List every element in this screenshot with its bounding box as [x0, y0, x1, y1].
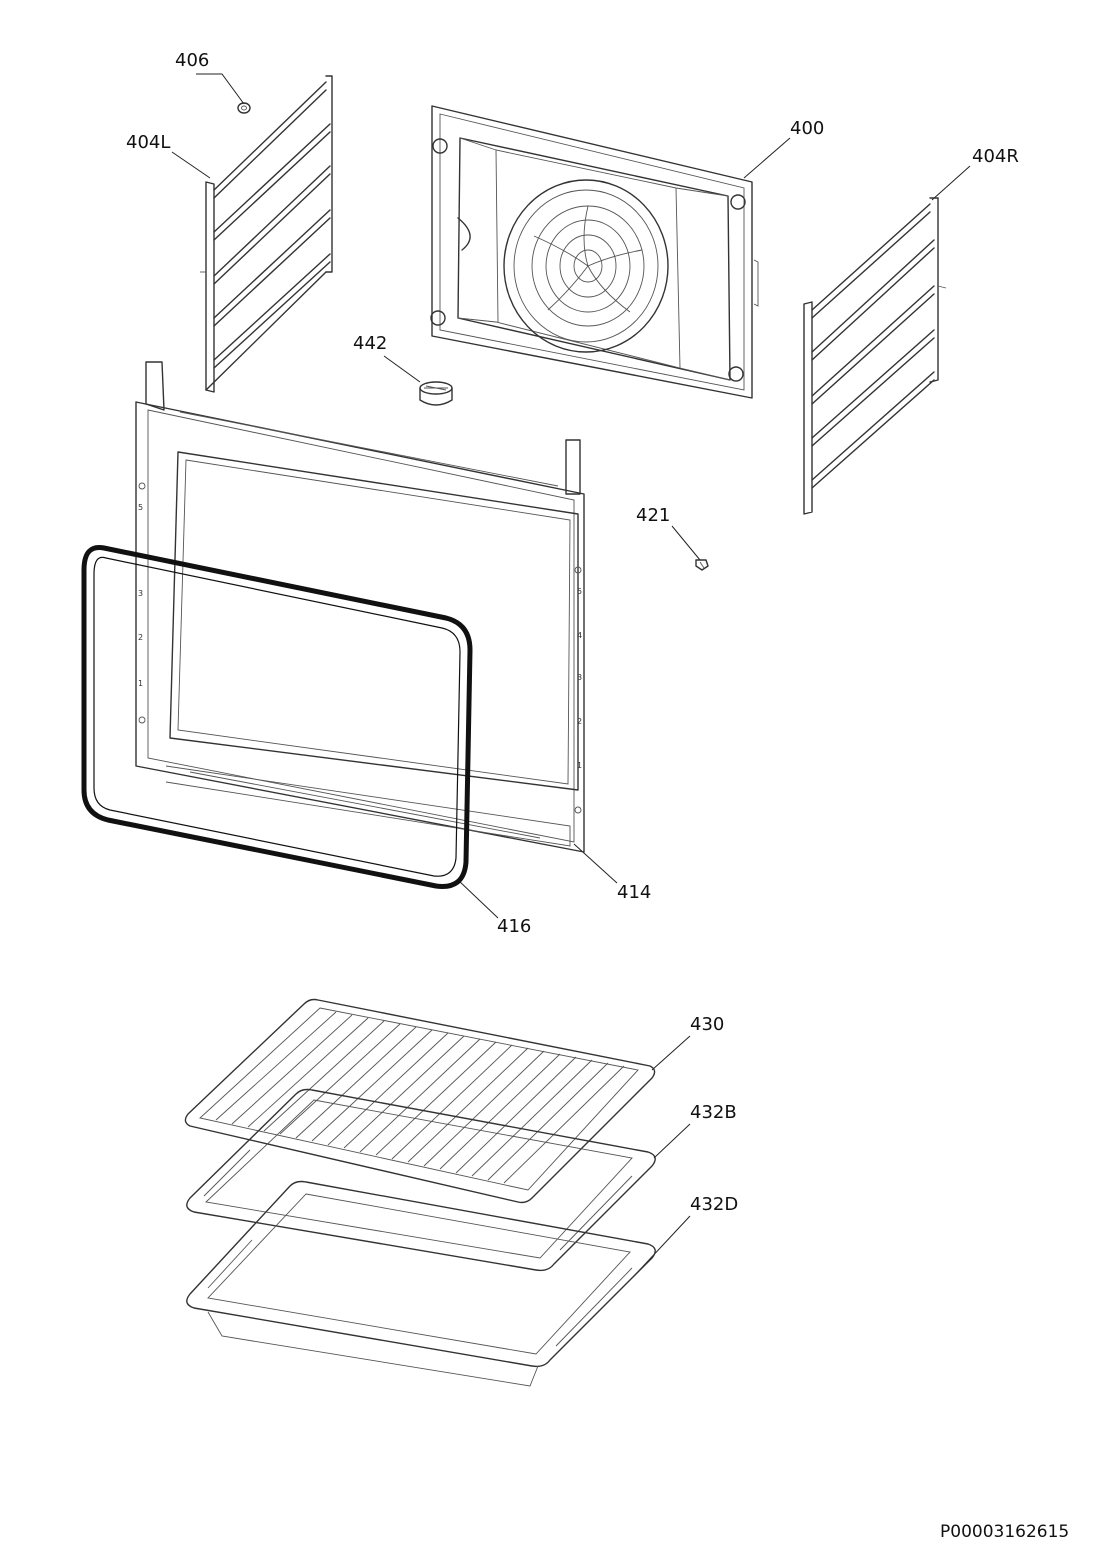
label-432D: 432D: [690, 1194, 739, 1215]
part-400-rear-panel: [430, 105, 759, 399]
leader-406: [196, 73, 245, 105]
label-400: 400: [790, 118, 825, 139]
drawing-code: P00003162615: [940, 1522, 1070, 1542]
leader-421: [671, 525, 701, 561]
label-414: 414: [617, 882, 652, 903]
part-416-door-seal: [81, 544, 473, 889]
part-442-filter: [419, 381, 453, 406]
svg-text:1: 1: [577, 761, 582, 770]
leader-416: [457, 879, 499, 919]
label-432B: 432B: [690, 1102, 737, 1123]
svg-text:3: 3: [577, 673, 582, 682]
svg-text:5: 5: [577, 587, 582, 596]
svg-text:1: 1: [138, 679, 143, 688]
leader-400: [743, 137, 791, 179]
part-404R-shelf-support-right: [803, 197, 947, 515]
part-432B-baking-tray: [186, 1088, 656, 1272]
leader-442: [383, 355, 421, 383]
label-404L: 404L: [126, 132, 171, 153]
leader-430: [651, 1035, 691, 1071]
label-421: 421: [636, 505, 671, 526]
label-416: 416: [497, 916, 532, 937]
leader-414: [573, 843, 618, 884]
leader-404L: [171, 151, 211, 179]
part-414-front-frame: 5 3 2 1 5 4 3 2 1: [135, 361, 585, 853]
svg-text:5: 5: [138, 503, 143, 512]
part-432D-deep-tray: [186, 1180, 656, 1387]
svg-text:2: 2: [577, 717, 582, 726]
leader-lines: [171, 73, 971, 1277]
label-406: 406: [175, 50, 210, 71]
leader-404R: [931, 165, 971, 201]
label-430: 430: [690, 1014, 725, 1035]
label-404R: 404R: [972, 146, 1019, 167]
label-442: 442: [353, 333, 388, 354]
svg-text:3: 3: [138, 589, 143, 598]
svg-text:2: 2: [138, 633, 143, 642]
part-406-washer: [237, 102, 251, 114]
part-430-wire-shelf: [184, 998, 656, 1204]
part-404L-shelf-support-left: [200, 75, 333, 393]
svg-text:4: 4: [577, 631, 582, 640]
leader-432B: [653, 1123, 691, 1159]
part-421-screw: [695, 559, 709, 571]
